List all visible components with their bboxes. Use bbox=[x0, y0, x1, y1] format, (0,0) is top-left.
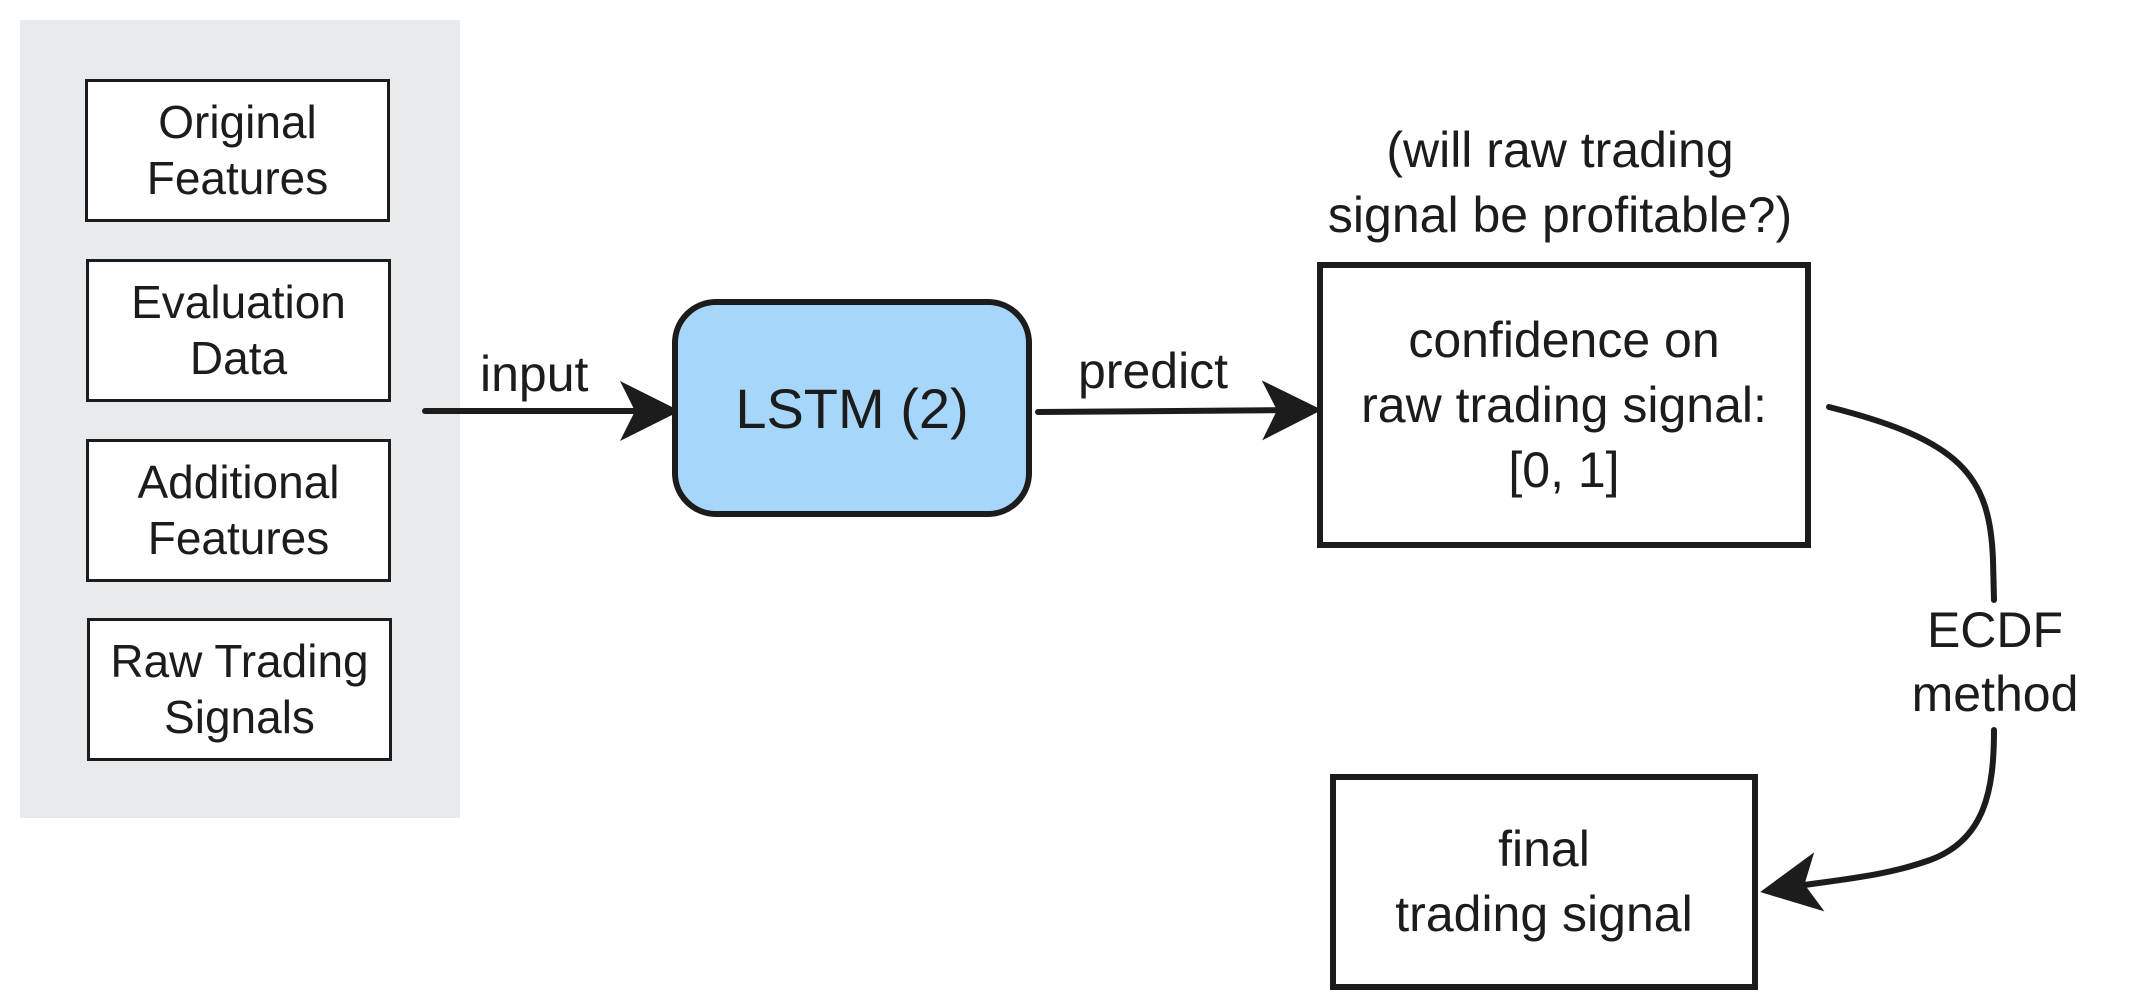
original-features-line2: Features bbox=[146, 151, 329, 204]
raw-trading-signals-box: Raw Trading Signals bbox=[87, 618, 392, 761]
lstm-node: LSTM (2) bbox=[672, 299, 1032, 517]
evaluation-data-box: Evaluation Data bbox=[86, 259, 391, 402]
additional-features-line1: Additional bbox=[137, 456, 340, 509]
final-line1: final bbox=[1498, 821, 1590, 877]
raw-trading-signals-line1: Raw Trading bbox=[110, 635, 369, 688]
additional-features-box: Additional Features bbox=[86, 439, 391, 582]
profitability-question: (will raw trading signal be profitable?) bbox=[1290, 118, 1830, 248]
original-features-box: Original Features bbox=[85, 79, 390, 222]
predict-label: predict bbox=[1078, 343, 1229, 399]
evaluation-data-line1: Evaluation bbox=[131, 276, 346, 329]
confidence-node: confidence on raw trading signal: [0, 1] bbox=[1317, 262, 1811, 548]
question-line1: (will raw trading bbox=[1386, 122, 1734, 178]
final-line2: trading signal bbox=[1395, 886, 1693, 942]
additional-features-line2: Features bbox=[147, 511, 330, 564]
original-features-line1: Original bbox=[158, 96, 317, 149]
ecdf-line1: ECDF bbox=[1926, 602, 2064, 658]
lstm-label: LSTM (2) bbox=[735, 376, 969, 440]
ecdf-line2: method bbox=[1911, 666, 2079, 722]
question-line2: signal be profitable?) bbox=[1327, 187, 1793, 243]
confidence-line1: confidence on bbox=[1408, 311, 1720, 368]
ecdf-method-label: ECDF method bbox=[1890, 598, 2100, 726]
confidence-line3: [0, 1] bbox=[1508, 441, 1620, 498]
predict-arrow bbox=[1035, 380, 1322, 441]
ecdf-curve-top bbox=[1826, 404, 1997, 603]
final-signal-node: final trading signal bbox=[1330, 774, 1758, 990]
evaluation-data-line2: Data bbox=[189, 331, 288, 384]
confidence-line2: raw trading signal: bbox=[1361, 376, 1767, 433]
input-label: input bbox=[480, 346, 589, 402]
ecdf-curve-bottom bbox=[1760, 727, 1997, 912]
raw-trading-signals-line2: Signals bbox=[164, 690, 315, 743]
